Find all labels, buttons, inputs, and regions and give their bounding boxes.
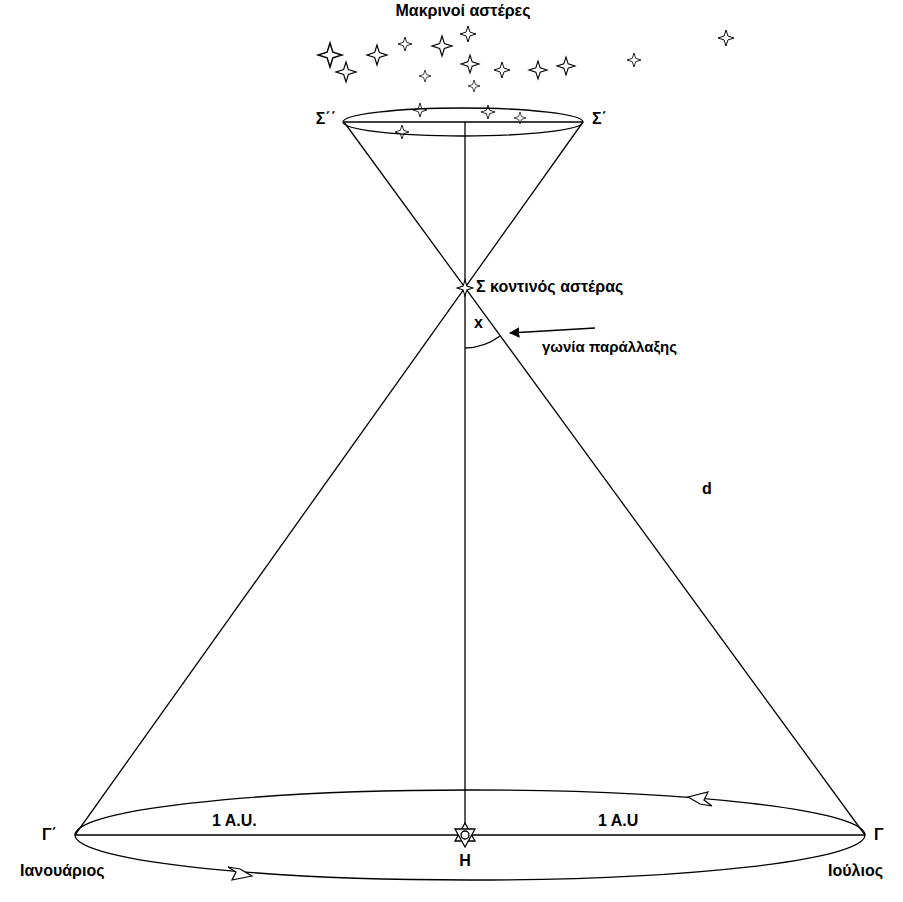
distance-label: d	[700, 480, 714, 498]
point-label: Σ΄΄	[314, 110, 338, 128]
distant-stars	[318, 26, 734, 139]
point-label: Γ	[872, 826, 886, 844]
dimension-label: 1 A.U	[596, 812, 640, 830]
point-label: Σ΄	[590, 110, 609, 128]
orbit-arrows	[228, 792, 712, 880]
month-label: Ιούλιος	[826, 862, 885, 880]
sun-symbol	[455, 823, 475, 847]
near-star	[457, 280, 473, 296]
star-label: Σ κοντινός αστέρας	[474, 278, 625, 296]
dimension-label: 1 A.U.	[210, 812, 259, 830]
point-label: Η	[457, 852, 473, 870]
heading-label: Μακρινοί αστέρες	[394, 2, 533, 20]
month-label: Ιανουάριος	[18, 862, 107, 880]
angle-symbol: x	[472, 314, 485, 332]
geometry-lines	[75, 108, 865, 880]
callout-label: γωνία παράλλαξης	[540, 338, 679, 355]
point-label: Γ΄	[40, 826, 59, 844]
